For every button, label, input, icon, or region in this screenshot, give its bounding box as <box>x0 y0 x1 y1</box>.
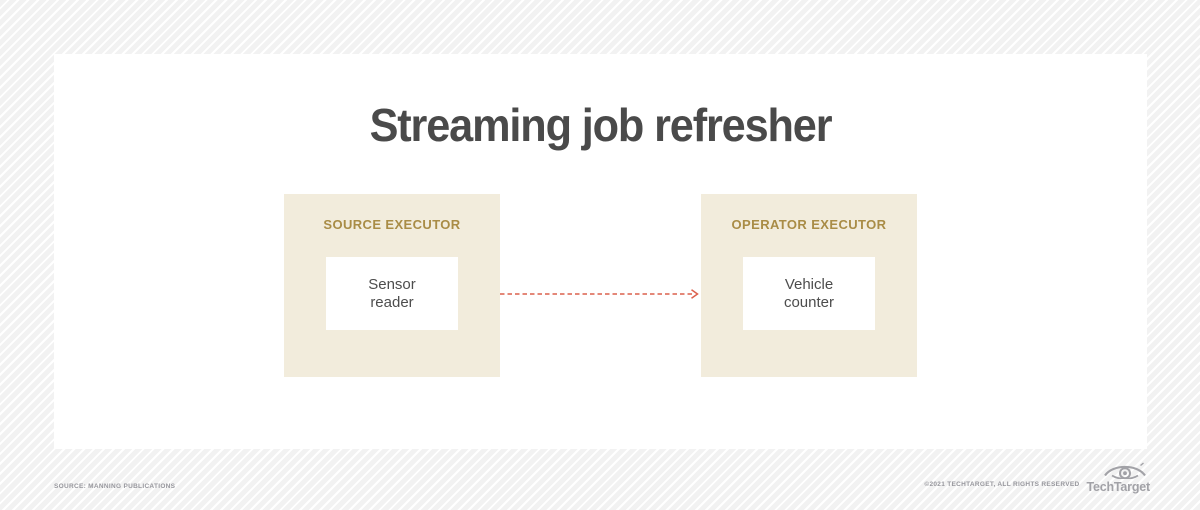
operator-executor-label: OPERATOR EXECUTOR <box>731 217 887 232</box>
copyright-text: ©2021 TECHTARGET, ALL RIGHTS RESERVED <box>924 481 1080 488</box>
source-executor-box: SOURCE EXECUTOR Sensor reader <box>284 194 500 377</box>
techtarget-logo-text: TechTarget <box>1086 480 1150 494</box>
vehicle-counter-node: Vehicle counter <box>743 257 875 330</box>
sensor-reader-node: Sensor reader <box>326 257 458 330</box>
dashed-flow-arrow-icon <box>500 289 699 299</box>
eye-icon <box>1104 462 1147 479</box>
techtarget-logo: TechTarget <box>1086 462 1150 494</box>
vehicle-counter-node-label: Vehicle counter <box>783 275 835 311</box>
diagram-title: Streaming job refresher <box>369 99 833 151</box>
diagram-card: Streaming job refresher SOURCE EXECUTOR … <box>54 54 1147 449</box>
source-attribution: SOURCE: MANNING PUBLICATIONS <box>54 483 176 490</box>
source-executor-label: SOURCE EXECUTOR <box>323 217 461 232</box>
operator-executor-box: OPERATOR EXECUTOR Vehicle counter <box>701 194 917 377</box>
sensor-reader-node-label: Sensor reader <box>368 275 416 311</box>
footer-right-block: ©2021 TECHTARGET, ALL RIGHTS RESERVED Te… <box>924 462 1150 494</box>
